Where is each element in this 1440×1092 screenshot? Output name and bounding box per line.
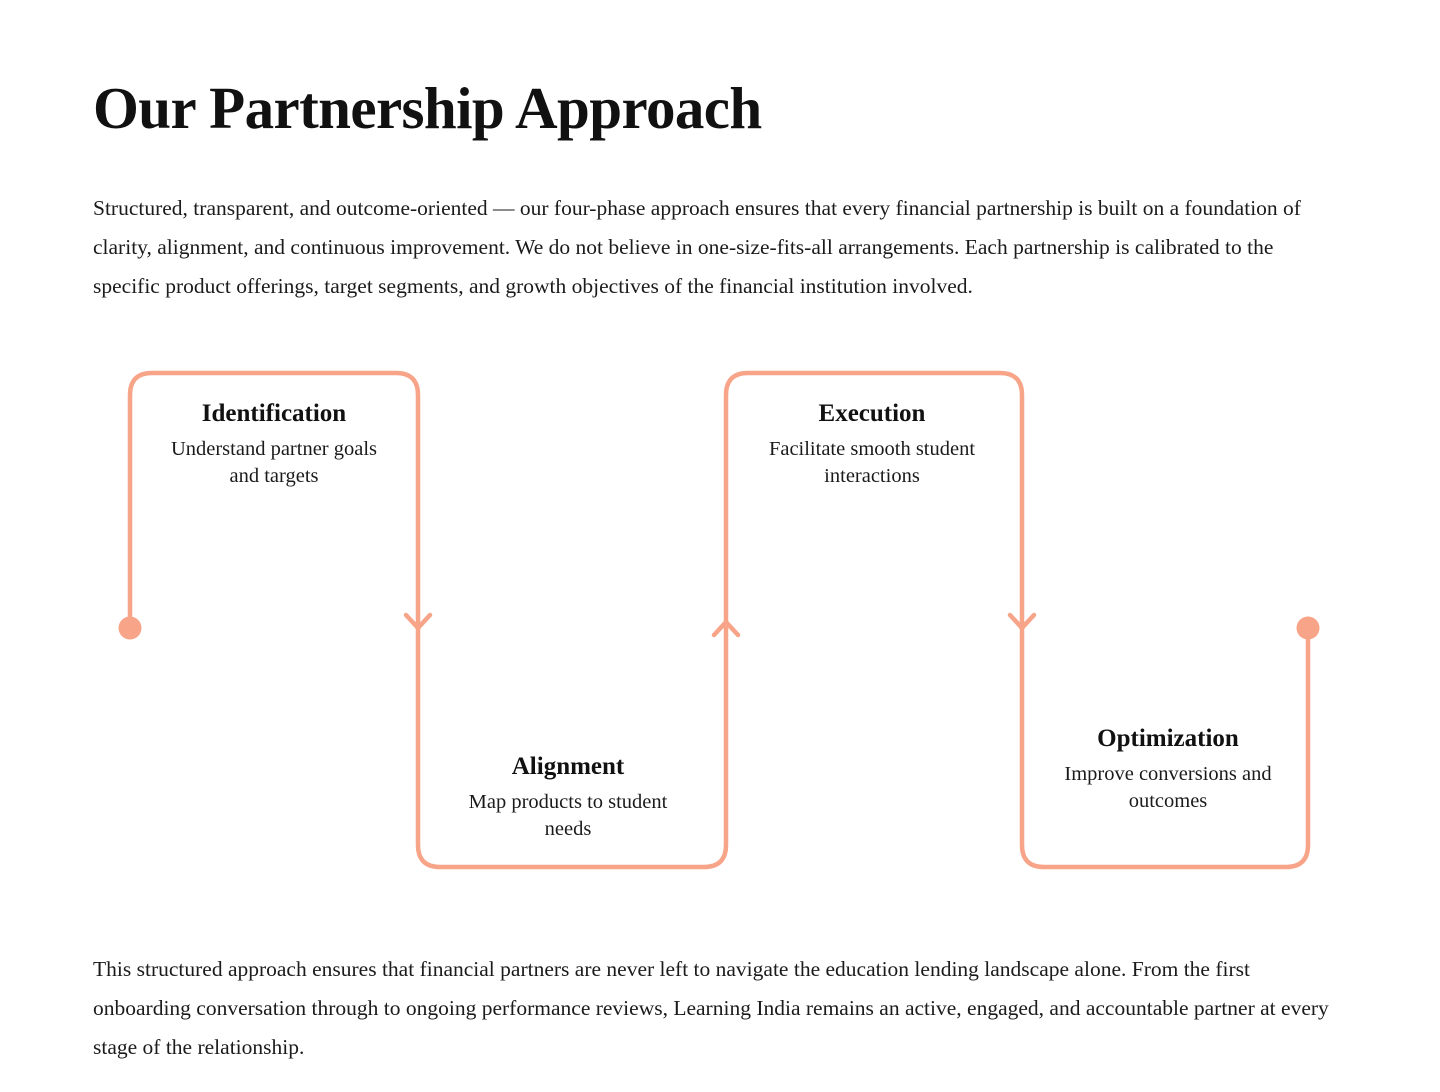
phase-node-alignment: Alignment Map products to student needs <box>452 753 684 843</box>
connector-identification <box>127 370 421 631</box>
phase-title-alignment: Alignment <box>511 753 625 780</box>
phase-description-alignment: Map products to student needs <box>468 790 668 840</box>
phase-description-execution: Facilitate smooth student interactions <box>768 437 976 487</box>
closing-paragraph: This structured approach ensures that fi… <box>93 956 1329 1059</box>
phase-description-identification: Understand partner goals and targets <box>170 437 378 487</box>
connector-path-identification <box>127 370 421 631</box>
phase-title-execution: Execution <box>818 400 926 427</box>
connector-optimization <box>1019 619 1311 870</box>
intro-paragraph: Structured, transparent, and outcome-ori… <box>93 195 1301 298</box>
connector-path-alignment <box>415 619 729 870</box>
phase-node-optimization: Optimization Improve conversions and out… <box>1052 725 1284 815</box>
connector-alignment <box>415 619 729 870</box>
flow-connectors-svg <box>118 370 1320 870</box>
phase-node-identification: Identification Understand partner goals … <box>158 400 390 490</box>
connector-path-optimization <box>1019 619 1311 870</box>
end-dot-icon <box>1296 616 1320 640</box>
partnership-flow-diagram: Identification Understand partner goals … <box>0 350 1440 910</box>
page-title: Our Partnership Approach <box>93 74 762 141</box>
phase-title-optimization: Optimization <box>1097 725 1239 752</box>
phase-node-execution: Execution Facilitate smooth student inte… <box>756 400 988 490</box>
connector-execution <box>723 370 1025 631</box>
phase-description-optimization: Improve conversions and outcomes <box>1064 762 1272 812</box>
phase-title-identification: Identification <box>201 400 347 427</box>
connector-path-execution <box>723 370 1025 631</box>
start-dot-icon <box>118 616 142 640</box>
